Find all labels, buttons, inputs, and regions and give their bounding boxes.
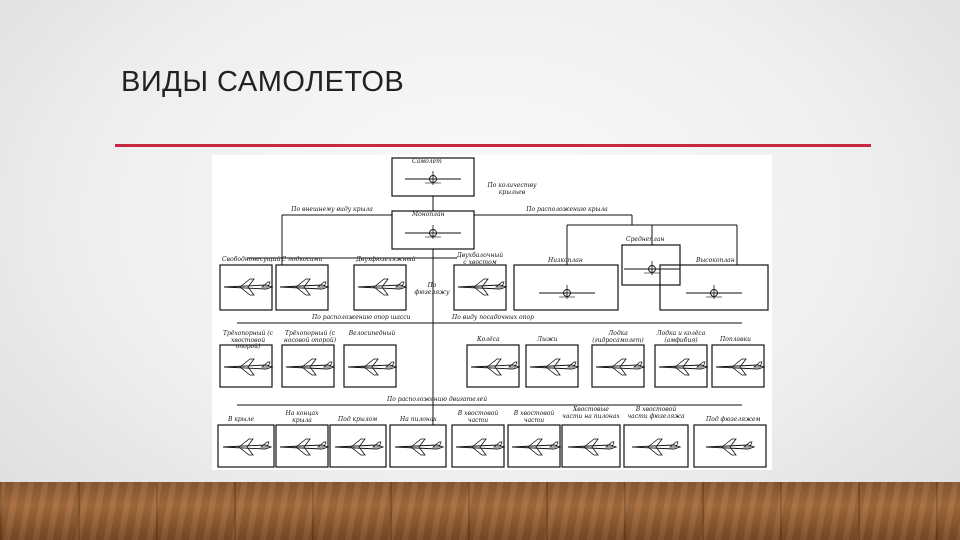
- label-cantilever: Свободнонесущий: [222, 256, 281, 263]
- box-low-wing: [513, 264, 619, 311]
- box-twin-fuselage: [353, 264, 407, 311]
- wooden-floor: [0, 482, 960, 540]
- box-cantilever: [219, 264, 273, 311]
- label-by-support: По виду посадочных опор: [452, 314, 534, 321]
- label-by-position: По расположению крыла: [526, 206, 608, 213]
- label-by-engines: По расположению двигателей: [387, 396, 488, 403]
- box-twin-boom: [453, 264, 507, 311]
- label-gear-bicycle: Велосипедный: [348, 330, 396, 337]
- label-eng-4: В хвостовой части: [457, 410, 499, 424]
- box-high-wing: [659, 264, 769, 311]
- box-braced: [275, 264, 329, 311]
- label-skis: Лыжи: [537, 336, 558, 343]
- label-eng-1: На концах крыла: [285, 410, 319, 424]
- label-by-gear: По расположению опор шасси: [312, 314, 411, 321]
- slide-title: ВИДЫ САМОЛЕТОВ: [121, 66, 405, 98]
- label-eng-6: Хвостовые части на пилонах: [562, 406, 620, 420]
- label-braced: С подкосами: [281, 256, 323, 263]
- label-eng-8: Под фюзеляжем: [706, 416, 761, 423]
- label-by-count: По количеству крыльев: [487, 182, 537, 196]
- label-low-wing: Низкоплан: [548, 257, 583, 264]
- label-mid-wing: Среднеплан: [626, 236, 665, 243]
- label-eng-3: На пилонах: [400, 416, 437, 423]
- label-high-wing: Высокоплан: [696, 257, 735, 264]
- label-gear-tail: Трёхопорный (с хвостовой опорой): [222, 330, 274, 350]
- label-eng-0: В крыле: [228, 416, 254, 423]
- label-boat: Лодка (гидросамолет): [592, 330, 644, 344]
- label-amphibian: Лодка и колёса (амфибия): [656, 330, 706, 344]
- diagram-lines: [217, 157, 769, 468]
- title-underline: [115, 144, 871, 147]
- label-by-fuselage: По фюзеляжу: [414, 282, 450, 296]
- label-by-shape: По внешнему виду крыла: [291, 206, 373, 213]
- label-twin-boom: Двухбалочный с хвостом: [456, 252, 504, 266]
- label-wheels: Колёса: [477, 336, 500, 343]
- label-gear-nose: Трёхопорный (с носовой опорой): [283, 330, 337, 344]
- label-twin-fuselage: Двухфюзеляжный: [356, 256, 416, 263]
- label-eng-7: В хвостовой части фюзеляжа: [627, 406, 685, 420]
- label-eng-2: Под крылом: [338, 416, 378, 423]
- aircraft-classification-diagram: Самолет По количеству крыльев По внешнем…: [212, 155, 772, 470]
- label-monoplane: Моноплан: [412, 211, 445, 218]
- label-eng-5: В хвостовой части: [513, 410, 555, 424]
- label-floats: Поплавки: [720, 336, 752, 343]
- label-root: Самолет: [412, 158, 442, 165]
